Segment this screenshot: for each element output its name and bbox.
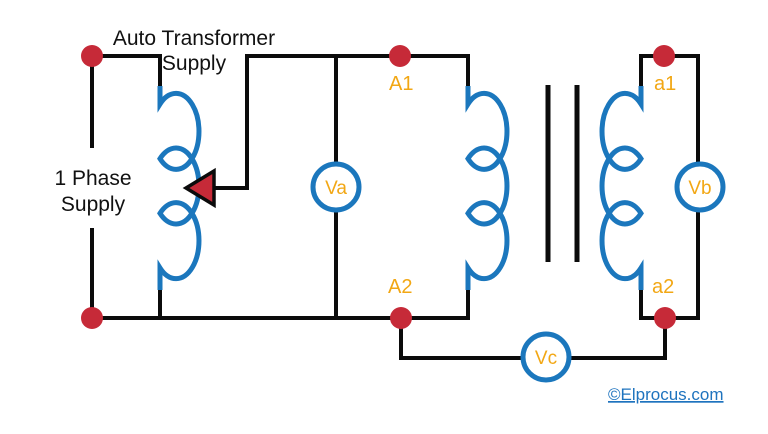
voltmeter-vc-left-lead bbox=[399, 318, 523, 360]
voltmeter-vb: Vb bbox=[674, 161, 726, 213]
terminal-label-A2: A2 bbox=[388, 276, 412, 298]
phase-supply-label-line2: Supply bbox=[61, 193, 126, 216]
supply-left-bottom-and-bottom-bus-wire bbox=[90, 228, 470, 320]
voltmeter-vb-label: Vb bbox=[688, 178, 711, 199]
phase-supply-label-line1: 1 Phase bbox=[54, 167, 131, 190]
voltmeter-va: Va bbox=[310, 161, 362, 213]
voltmeter-vc-circle bbox=[520, 331, 572, 383]
supply-left-top-wire bbox=[90, 54, 162, 148]
elprocus-watermark-link[interactable]: ©Elprocus.com bbox=[608, 385, 724, 404]
terminal-label-a2: a2 bbox=[652, 276, 674, 298]
voltmeter-vc-right-lead bbox=[569, 318, 667, 360]
terminal-label-a1: a1 bbox=[654, 73, 676, 95]
transformer-core bbox=[545, 85, 580, 262]
voltmeter-vb-circle bbox=[674, 161, 726, 213]
wires bbox=[90, 54, 700, 360]
terminal-dot-A1 bbox=[389, 45, 411, 67]
tap-output-top-wire bbox=[214, 54, 470, 190]
terminal-label-A1: A1 bbox=[389, 73, 413, 95]
terminal-dot-supply-bottom bbox=[81, 307, 103, 329]
auto-transformer-label-line1: Auto Transformer bbox=[113, 27, 275, 50]
terminal-dot-a1 bbox=[653, 45, 675, 67]
voltmeter-vc-label: Vc bbox=[535, 348, 557, 369]
terminal-dots bbox=[81, 45, 676, 329]
terminal-dot-a2 bbox=[654, 307, 676, 329]
primary-winding bbox=[465, 86, 510, 290]
secondary-bottom-wire bbox=[639, 211, 700, 320]
tap-wiper-arrow-icon bbox=[182, 167, 216, 209]
voltmeter-vc: Vc bbox=[520, 331, 572, 383]
auto-transformer-label-line2: Supply bbox=[162, 52, 227, 75]
terminal-dot-A2 bbox=[390, 307, 412, 329]
secondary-winding bbox=[599, 86, 644, 290]
voltmeter-va-circle bbox=[310, 161, 362, 213]
voltmeter-va-label: Va bbox=[325, 178, 347, 199]
terminal-dot-supply-top bbox=[81, 45, 103, 67]
